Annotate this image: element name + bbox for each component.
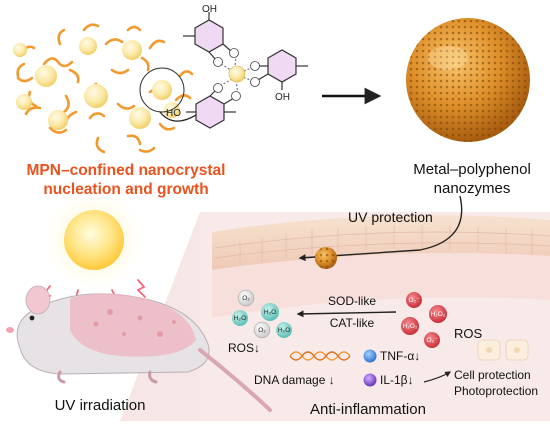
il1b-label: IL-1β↓ [380,373,414,387]
mpn-title-line2: nucleation and growth [43,181,208,198]
ros-o2minus-2: O₂⁻ [426,337,438,344]
polyphenol-coordination-structure [183,12,308,128]
ros-o2minus-1: O₂⁻ [408,297,420,304]
uv-protection-label: UV protection [348,209,433,225]
product-o2-2: O₂ [258,327,266,334]
anti-inflammation-label: Anti-inflammation [310,401,426,418]
tnf-label: TNF-α↓ [380,349,420,363]
sun-icon [46,192,142,288]
ho-label: HO [166,108,181,119]
product-h2o-1: H₂O [264,309,276,316]
nanozyme-in-skin [315,247,337,269]
photoprotection-label: Photoprotection [454,384,538,398]
ros-label: ROS [454,326,483,341]
uv-irradiation-label: UV irradiation [55,397,146,414]
product-o2-1: O₂ [242,295,250,302]
cat-like-label: CAT-like [330,316,375,330]
nanozyme-title-line1: Metal–polyphenol [413,161,531,178]
product-h2o-2: H₂O [234,315,246,322]
product-h2o-3: H₂O [278,327,290,334]
oh-label-right: OH [275,92,290,103]
cell-protection-label: Cell protection [454,368,531,382]
tnf-sphere [364,350,377,363]
metal-center [229,66,245,82]
sod-like-label: SOD-like [328,294,376,308]
oh-label-top: OH [202,4,217,15]
nanozyme-title-line2: nanozymes [434,180,511,197]
ros-h2o2-2: H₂O₂ [403,323,418,330]
ros-down-label: ROS↓ [228,341,260,355]
il1b-sphere [364,374,377,387]
ros-h2o2-1: H₂O₂ [431,311,446,318]
nanozyme-sphere [406,18,530,142]
dna-damage-label: DNA damage ↓ [254,373,335,387]
mpn-title-line1: MPN–confined nanocrystal [27,162,226,179]
